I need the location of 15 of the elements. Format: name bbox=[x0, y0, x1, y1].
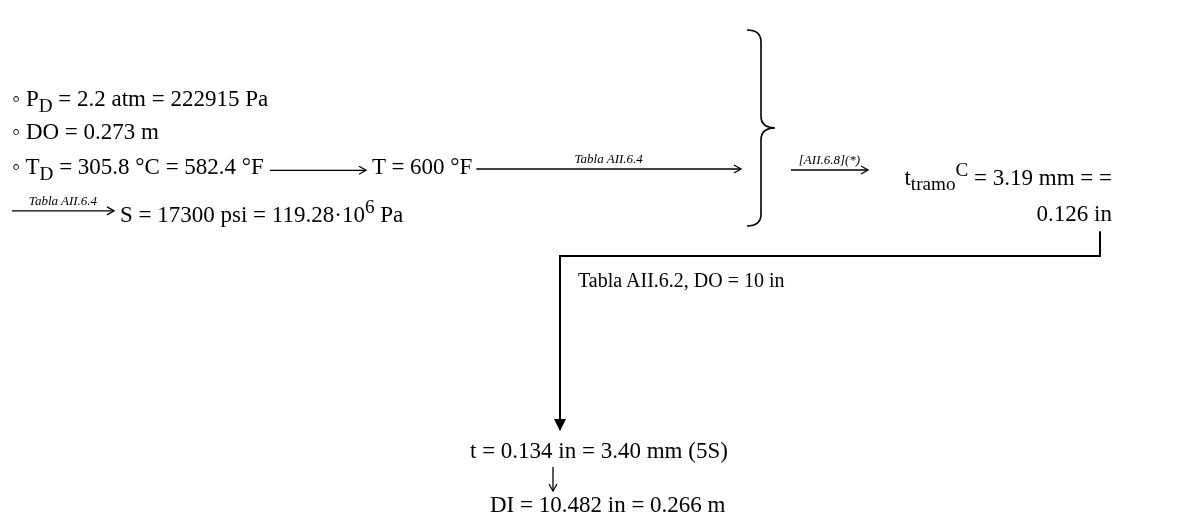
equation: S = 17300 psi = 119.28·10$^{6}$ Pa bbox=[120, 192, 404, 230]
equation: t = 0.134 in = 3.40 mm (5S) bbox=[470, 436, 728, 466]
equation: t$_{tramo}$$^{C}$ = 3.19 mm = = 0.126 in bbox=[882, 155, 1112, 230]
equation: T = 600 °F bbox=[372, 152, 473, 182]
arrow bbox=[269, 165, 367, 175]
arrow bbox=[475, 164, 742, 174]
arrow bbox=[548, 466, 558, 492]
arrow bbox=[790, 165, 869, 175]
edge-label: Tabla AII.6.4 bbox=[574, 151, 643, 166]
arrow bbox=[554, 230, 1101, 431]
arrow bbox=[11, 206, 115, 216]
equation: ◦ T$_{D}$ = 305.8 °C = 582.4 °F bbox=[12, 152, 264, 189]
equation: DI = 10.482 in = 0.266 m bbox=[490, 490, 726, 520]
edge-label: [AII.6.8](*) bbox=[798, 152, 861, 167]
curly-brace bbox=[745, 28, 777, 228]
